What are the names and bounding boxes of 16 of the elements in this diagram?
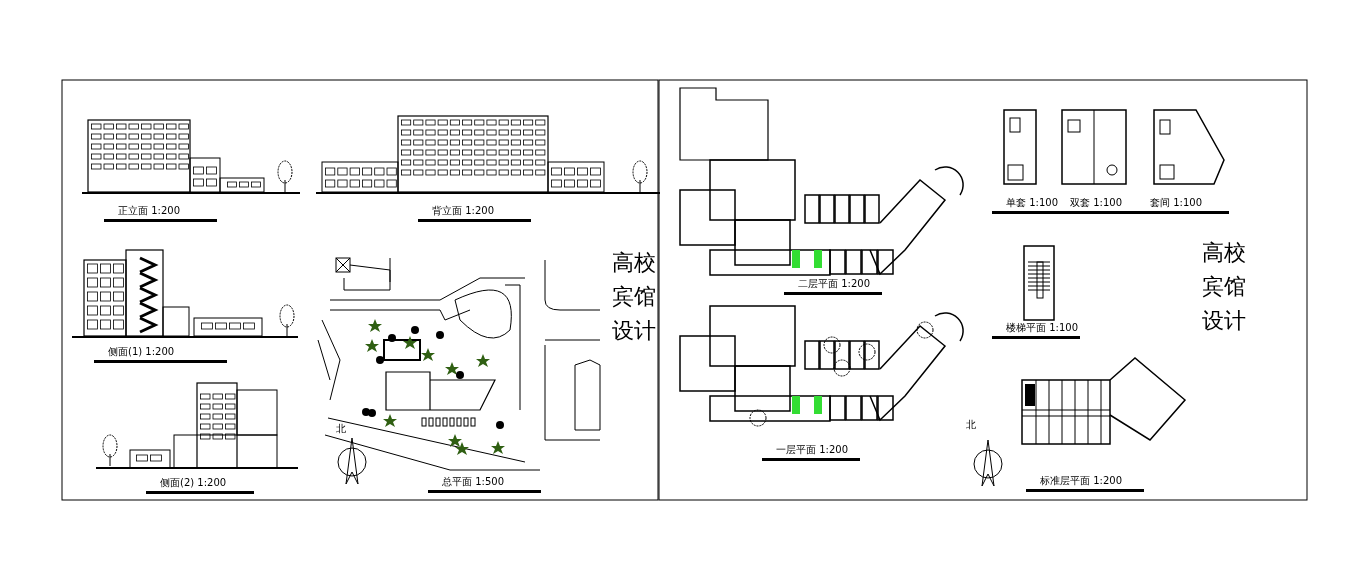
vertical-title: 高校宾馆设计	[612, 249, 657, 346]
drawing-caption: 总平面 1:500	[442, 477, 504, 487]
drawing-caption: 单套 1:100	[1006, 198, 1058, 208]
drawing-caption: 背立面 1:200	[432, 206, 494, 216]
drawing-caption: 正立面 1:200	[118, 206, 180, 216]
drawing-caption: 楼梯平面 1:100	[1006, 323, 1078, 333]
drawing-caption: 二层平面 1:200	[798, 279, 870, 289]
drawing-caption: 套间 1:100	[1150, 198, 1202, 208]
vertical-title: 高校宾馆设计	[1202, 239, 1247, 336]
north-label: 北	[336, 424, 346, 434]
drawing-caption: 标准层平面 1:200	[1040, 476, 1122, 486]
drawing-caption: 一层平面 1:200	[776, 445, 848, 455]
drawing-caption: 侧面(1) 1:200	[108, 347, 175, 357]
drawing-caption: 双套 1:100	[1070, 198, 1122, 208]
north-label: 北	[966, 420, 976, 430]
drawing-caption: 侧面(2) 1:200	[160, 478, 227, 488]
